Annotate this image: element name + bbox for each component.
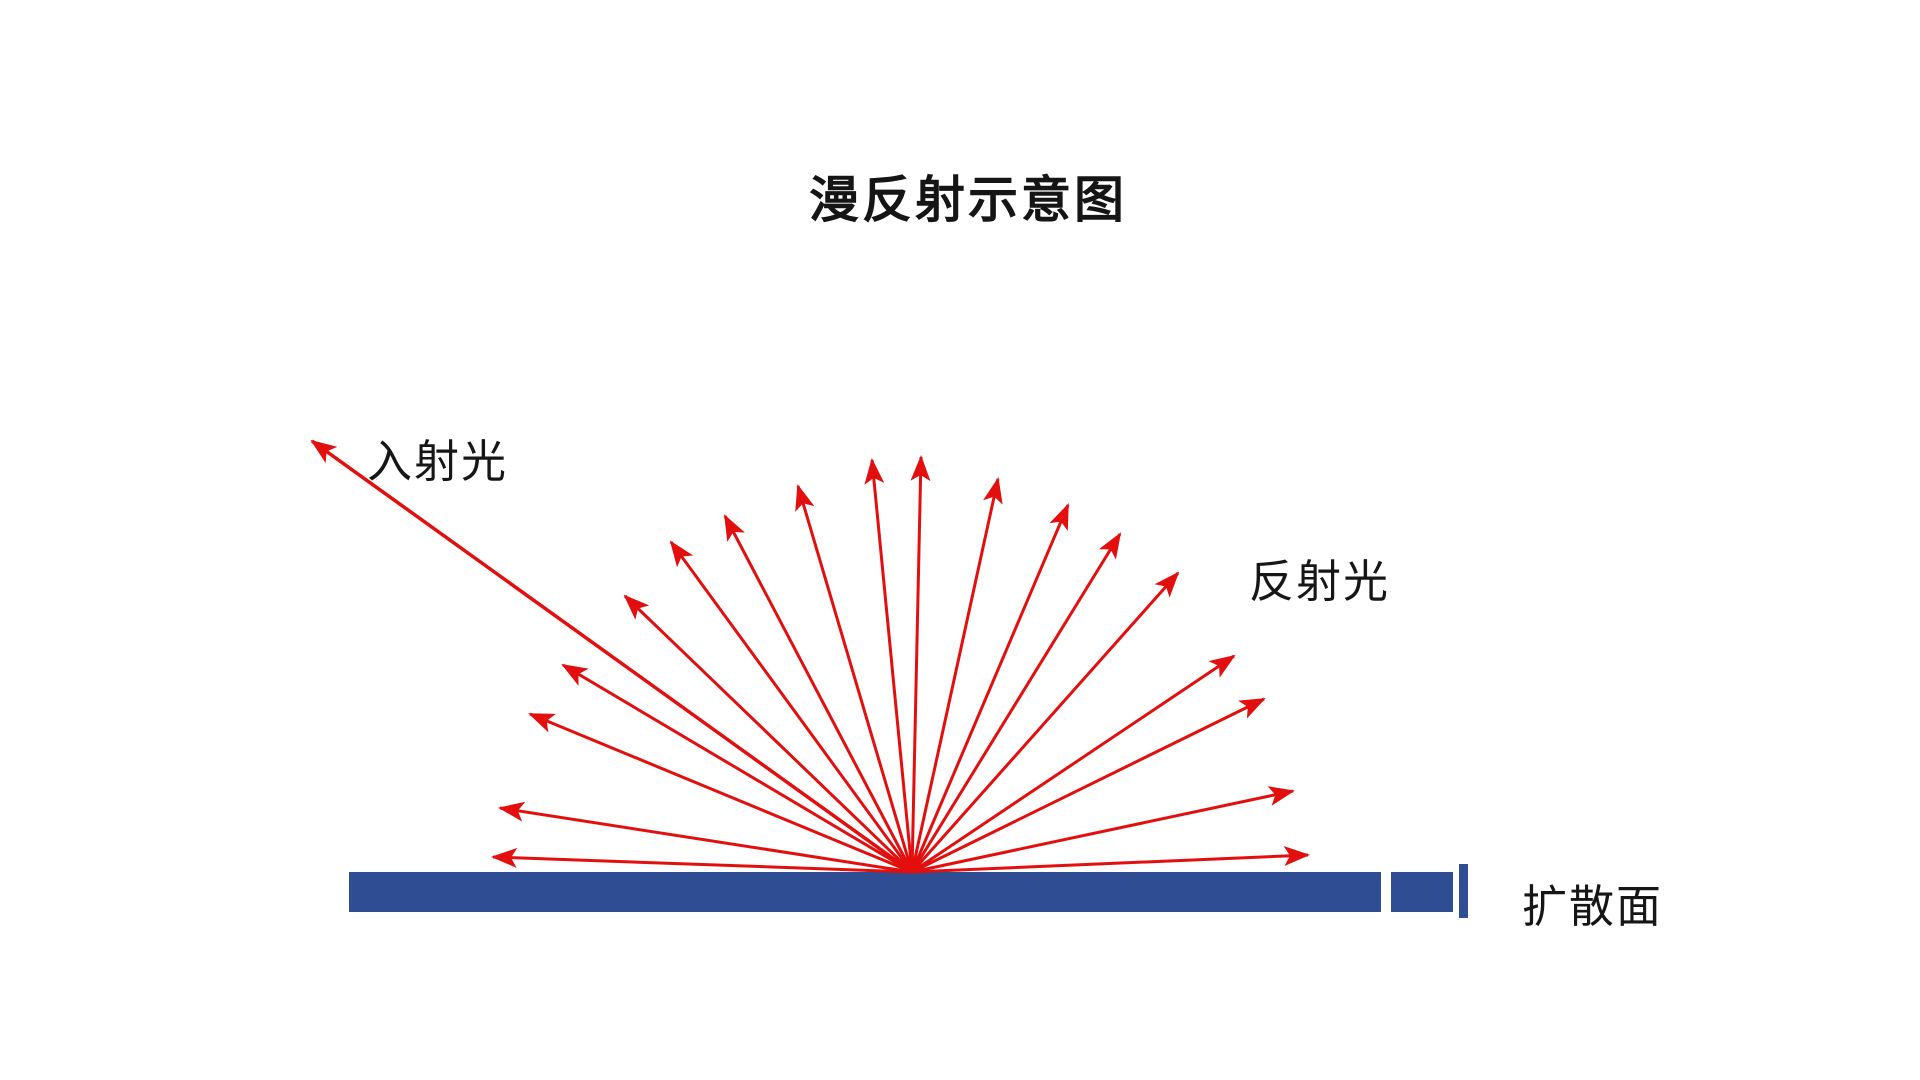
diagram-title: 漫反射示意图 <box>809 172 1127 228</box>
reflected-ray <box>723 514 914 873</box>
reflected-ray <box>498 801 913 874</box>
reflected-ray <box>911 654 1236 874</box>
reflected-ray <box>864 458 914 873</box>
reflected-ray <box>669 540 914 873</box>
reflected-ray <box>910 571 1180 873</box>
reflected-ray <box>528 712 913 874</box>
diffuse-surface-bar <box>1459 864 1468 918</box>
reflected-ray <box>623 594 914 874</box>
diffuse-surface-bar <box>1391 872 1453 912</box>
reflected-ray <box>910 532 1122 873</box>
diffuse-surface-bar <box>349 872 1381 912</box>
reflected-ray <box>910 503 1070 873</box>
incident-light-label: 入射光 <box>367 436 509 487</box>
reflected-ray <box>491 847 913 874</box>
reflected-ray <box>911 846 1310 874</box>
reflected-ray <box>910 455 931 873</box>
rays-group <box>310 439 1310 874</box>
reflected-light-label: 反射光 <box>1249 556 1391 607</box>
incident-ray <box>310 439 914 874</box>
reflected-ray <box>795 484 914 873</box>
surface-group <box>349 864 1468 918</box>
reflected-ray <box>561 663 913 874</box>
surface-label: 扩散面 <box>1522 881 1664 932</box>
reflected-ray <box>910 477 1003 873</box>
reflected-ray <box>911 697 1266 874</box>
reflected-ray <box>911 786 1295 874</box>
